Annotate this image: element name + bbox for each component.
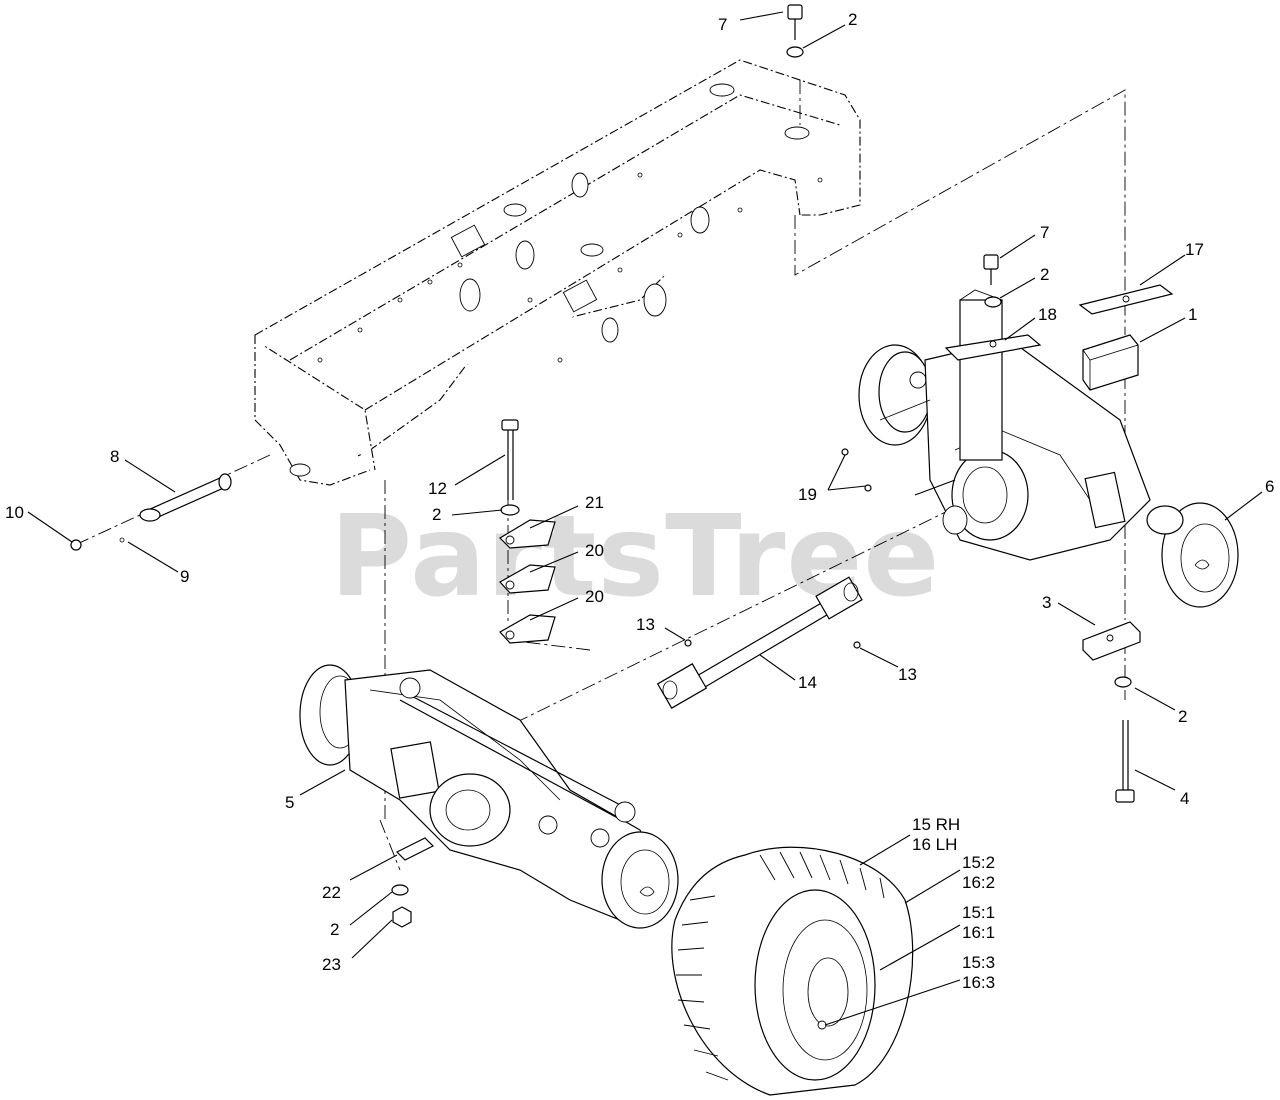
callout-8: 8 (110, 447, 119, 466)
chassis-frame (254, 59, 861, 486)
callout-23: 23 (322, 955, 341, 974)
callout-15-3: 15:3 (962, 953, 995, 972)
wheel-tire (671, 846, 914, 1096)
callout-16lh: 16 LH (912, 835, 957, 854)
callout-7-right: 7 (1040, 223, 1049, 242)
callout-6: 6 (1265, 477, 1274, 496)
callout-12: 12 (428, 479, 447, 498)
callout-2-top: 2 (848, 10, 857, 29)
callout-labels: 7 2 7 2 17 18 1 8 10 9 12 2 21 20 20 19 … (5, 10, 1274, 992)
front-axle-assembly (299, 664, 679, 929)
callout-13-right: 13 (898, 665, 917, 684)
callout-2-low: 2 (330, 920, 339, 939)
callout-4: 4 (1180, 789, 1189, 808)
callout-20a: 20 (585, 541, 604, 560)
callout-22: 22 (322, 883, 341, 902)
callout-1: 1 (1188, 305, 1197, 324)
callout-16-1: 16:1 (962, 923, 995, 942)
drive-shaft (656, 576, 863, 709)
callout-16-3: 16:3 (962, 973, 995, 992)
callout-15rh: 15 RH (912, 815, 960, 834)
callout-10: 10 (5, 503, 24, 522)
callout-19: 19 (798, 485, 817, 504)
callout-20b: 20 (585, 587, 604, 606)
callout-9: 9 (180, 567, 189, 586)
rear-axle-assembly (858, 289, 1239, 608)
hardware (70, 4, 1174, 928)
leader-lines (27, 11, 1263, 1026)
callout-5: 5 (285, 793, 294, 812)
callout-7-top: 7 (718, 15, 727, 34)
callout-2-lowright: 2 (1178, 707, 1187, 726)
callout-3: 3 (1042, 593, 1051, 612)
callout-15-2: 15:2 (962, 853, 995, 872)
callout-2-mid: 2 (432, 505, 441, 524)
callout-21: 21 (585, 493, 604, 512)
callout-2-right: 2 (1040, 265, 1049, 284)
callout-16-2: 16:2 (962, 873, 995, 892)
callout-15-1: 15:1 (962, 903, 995, 922)
callout-18: 18 (1038, 305, 1057, 324)
callout-13-left: 13 (636, 615, 655, 634)
callout-17: 17 (1185, 240, 1204, 259)
callout-14: 14 (798, 673, 817, 692)
